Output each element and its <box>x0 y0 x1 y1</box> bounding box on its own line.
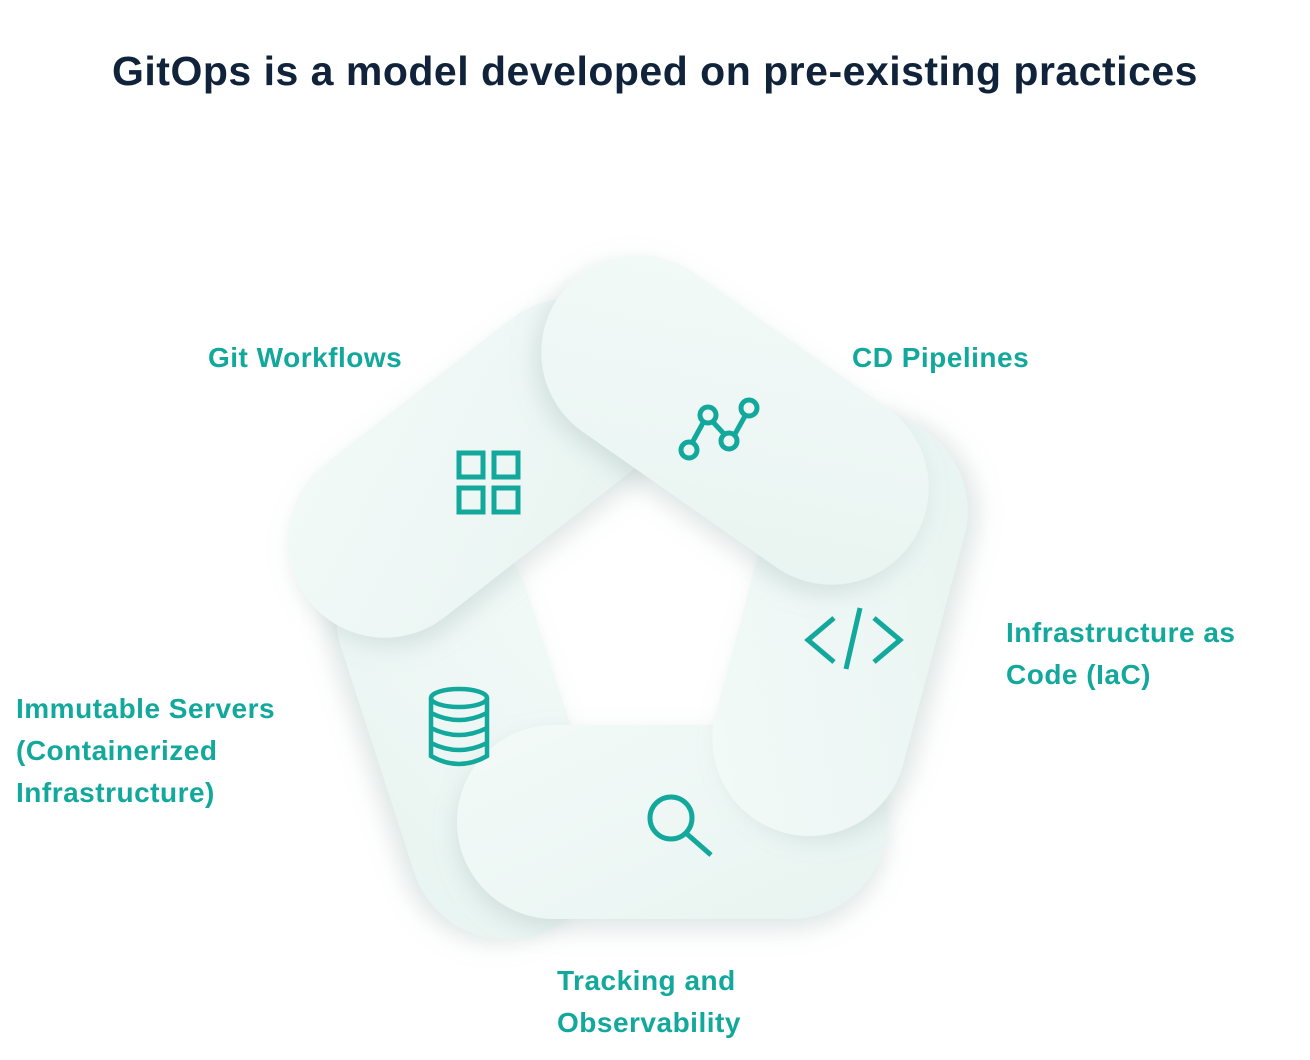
search-icon <box>647 794 713 857</box>
grid-icon <box>456 450 521 515</box>
label-line: Code (IaC) <box>1006 659 1151 690</box>
label-line: Immutable Servers <box>16 693 276 724</box>
label-line: Observability <box>557 1007 741 1038</box>
page-title: GitOps is a model developed on pre-exist… <box>112 48 1198 94</box>
code-icon <box>804 607 904 670</box>
pipeline-icon <box>678 397 760 461</box>
database-icon <box>428 686 490 767</box>
label-line: Infrastructure as <box>1006 617 1236 648</box>
label-tracking: Tracking and Observability <box>557 960 741 1044</box>
label-iac: Infrastructure as Code (IaC) <box>1006 612 1235 696</box>
capsule-cd-pipelines <box>541 255 929 585</box>
label-immutable-servers: Immutable Servers (Containerized Infrast… <box>16 688 275 814</box>
label-line: Tracking and <box>557 965 736 996</box>
label-cd-pipelines: CD Pipelines <box>852 342 1030 373</box>
label-line: (Containerized <box>16 735 218 766</box>
label-git-workflows: Git Workflows <box>208 342 403 373</box>
label-line: Infrastructure) <box>16 777 215 808</box>
